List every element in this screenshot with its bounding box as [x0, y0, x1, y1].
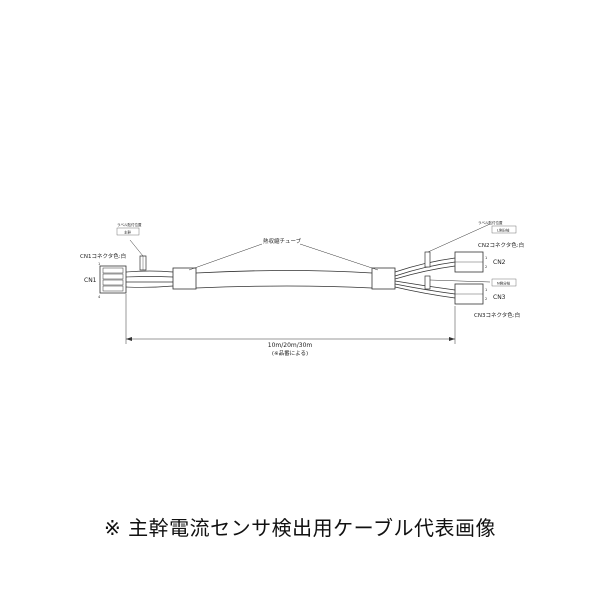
cn2-pin-2-label: 2 — [485, 265, 487, 269]
heat-shrink-tube-left — [172, 267, 197, 290]
cn1-tag-note: ラベル貼付位置 主幹 — [116, 222, 142, 236]
cn1-label-tag — [129, 239, 147, 271]
cn1-pin-4-label: 4 — [98, 295, 101, 299]
figure-caption: ※ 主幹電流センサ検出用ケーブル代表画像 — [104, 516, 496, 540]
cn1-tag-text: 主幹 — [124, 230, 131, 235]
cn3-tag-note: N側分岐 — [491, 278, 517, 287]
heat-shrink-tube-label: 熱収縮チューブ — [263, 237, 302, 245]
heat-shrink-callout — [188, 243, 379, 271]
cn3-tag-text: N側分岐 — [497, 281, 511, 286]
cn3-label-tag — [424, 275, 491, 290]
cn3-connector — [454, 283, 484, 305]
svg-text:ラベル貼付位置: ラベル貼付位置 — [117, 222, 142, 227]
cn3-label: CN3 — [493, 294, 506, 301]
length-note: (※品番による) — [272, 350, 308, 357]
cn2-label-tag — [424, 223, 491, 268]
cn1-pin-1-label: 1 — [98, 262, 100, 266]
cn2-pin-1-label: 1 — [485, 256, 487, 260]
heat-shrink-tube-right — [371, 267, 396, 290]
svg-text:ラベル貼付位置: ラベル貼付位置 — [478, 220, 503, 225]
cn3-pin-2-label: 2 — [485, 297, 487, 301]
cn1-wires — [125, 270, 174, 288]
cn2-label: CN2 — [493, 259, 506, 266]
cn2-tag-note: ラベル貼付位置 L側分岐 — [478, 220, 517, 234]
main-cable — [195, 270, 373, 289]
cn1-label: CN1 — [84, 277, 97, 284]
cn2-connector — [454, 251, 484, 273]
cn2-color-label: CN2コネクタ色:白 — [478, 241, 524, 249]
length-dimension — [125, 294, 456, 344]
cn2-tag-text: L側分岐 — [497, 228, 510, 233]
cn3-color-label: CN3コネクタ色:白 — [474, 311, 520, 319]
cn3-pin-1-label: 1 — [485, 288, 487, 292]
cn1-color-label: CN1コネクタ色:白 — [80, 252, 126, 260]
cn1-connector — [99, 265, 127, 294]
length-label: 10m/20m/30m — [268, 342, 313, 349]
